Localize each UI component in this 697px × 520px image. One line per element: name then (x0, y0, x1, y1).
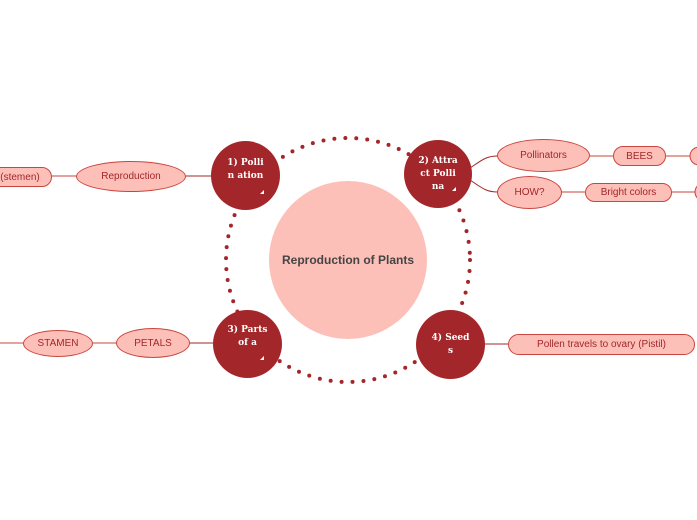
node-pollen-travels-label: Pollen travels to ovary (Pistil) (537, 339, 666, 350)
hub-seeds-label: 4) Seeds (431, 332, 470, 356)
offscreen-node-bees-child[interactable] (689, 146, 697, 166)
node-petals-label: PETALS (134, 337, 172, 349)
hub-parts-label: 3) Parts of a (227, 325, 268, 348)
node-stemen-label: (stemen) (0, 171, 40, 183)
hub-parts-of-a-flower[interactable]: 3) Parts of a (213, 310, 282, 378)
hub-attract-pollinators[interactable]: 2) Attract Pollina (404, 140, 472, 208)
node-reproduction-label: Reproduction (101, 171, 161, 182)
node-bees[interactable]: BEES (613, 146, 666, 166)
connector-hub2-how (469, 179, 499, 193)
hub-attract-label: 2) Attract Pollina (418, 156, 458, 192)
collapse-corner-icon (452, 187, 456, 191)
node-stemen[interactable]: (stemen) (0, 167, 52, 187)
node-pollinators-label: Pollinators (520, 150, 567, 161)
central-topic[interactable]: Reproduction of Plants (269, 181, 427, 339)
node-how[interactable]: HOW? (497, 176, 562, 209)
node-bright-colors-label: Bright colors (600, 187, 657, 198)
node-bright-colors[interactable]: Bright colors (585, 183, 672, 202)
node-reproduction[interactable]: Reproduction (76, 161, 186, 192)
node-bees-label: BEES (626, 150, 653, 162)
collapse-corner-icon (260, 190, 264, 194)
hub-pollination-label: 1) Pollin ation (227, 158, 264, 181)
node-stamen[interactable]: STAMEN (23, 330, 93, 357)
node-stamen-label: STAMEN (37, 338, 79, 349)
connector-hub2-pollinators (469, 155, 499, 169)
node-pollen-travels[interactable]: Pollen travels to ovary (Pistil) (508, 334, 695, 355)
dotted-ring (224, 136, 472, 384)
central-topic-label: Reproduction of Plants (282, 253, 414, 267)
node-petals[interactable]: PETALS (116, 328, 190, 358)
node-how-label: HOW? (514, 187, 545, 198)
collapse-corner-icon (260, 356, 264, 360)
hub-pollination[interactable]: 1) Pollin ation (211, 141, 280, 210)
hub-seeds[interactable]: 4) Seeds (416, 310, 485, 379)
node-pollinators[interactable]: Pollinators (497, 139, 590, 172)
